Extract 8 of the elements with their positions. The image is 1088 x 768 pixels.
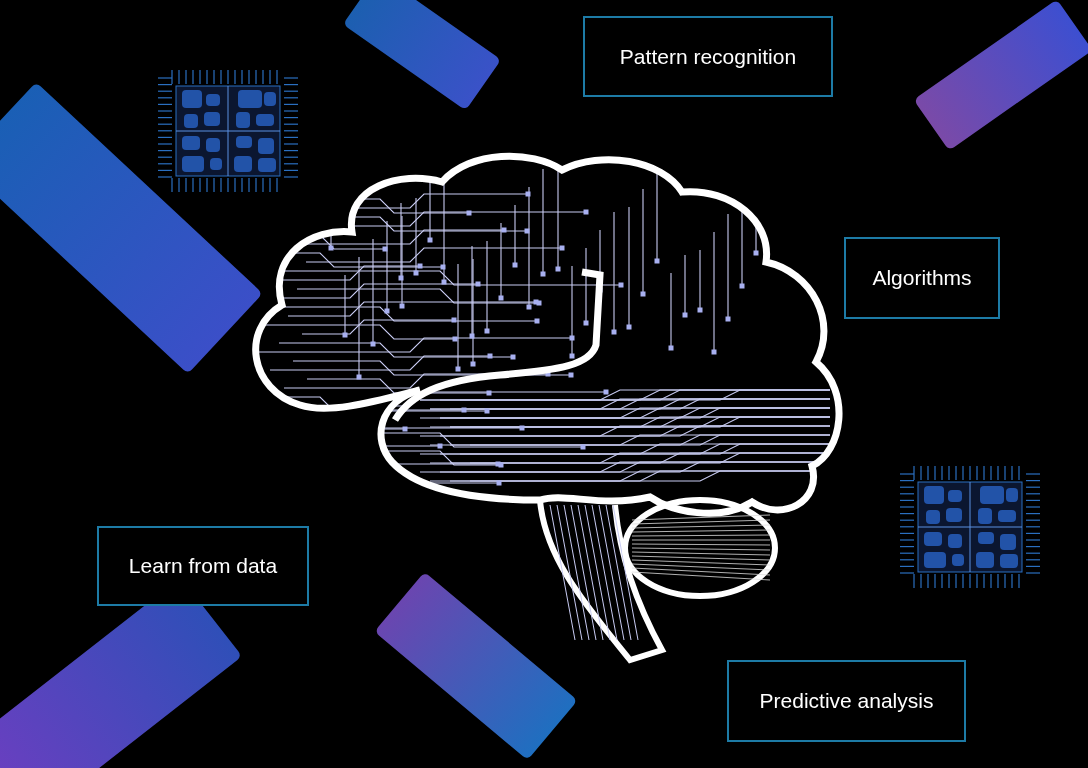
label-box [97,526,309,606]
label-box [583,16,833,97]
box-label: Algorithms [872,265,972,292]
box-label: Predictive analysis [759,688,934,715]
label-box [844,237,1000,319]
label-box [727,660,966,742]
box-label: Pattern recognition [619,43,797,70]
box-label: Learn from data [128,553,278,580]
